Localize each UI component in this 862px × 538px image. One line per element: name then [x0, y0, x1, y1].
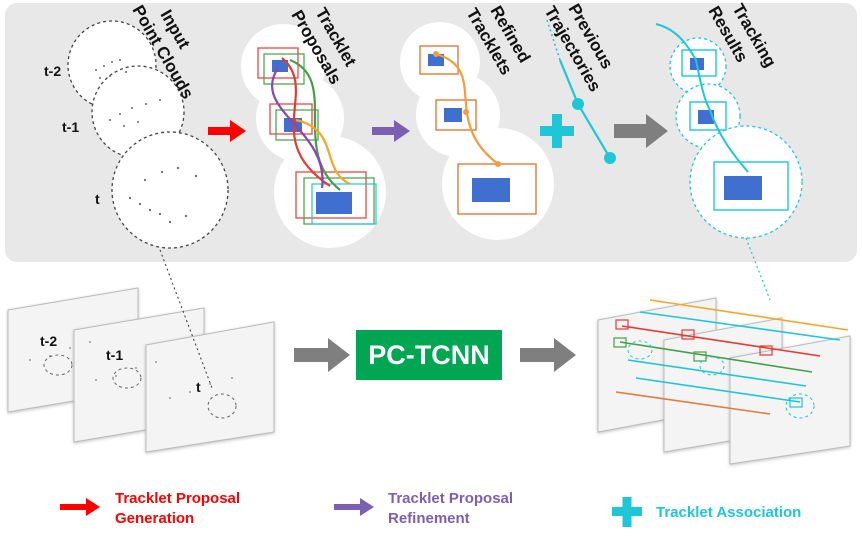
red-arrow-icon — [208, 120, 246, 142]
bottom-output-frames — [597, 297, 851, 465]
purple-arrow-icon — [372, 120, 410, 142]
method-label: PC-TCNN — [368, 340, 490, 370]
legend-label-generation-line2: Generation — [115, 510, 194, 527]
legend-item-association: Tracklet Association — [612, 497, 801, 527]
refined-tracklets: Refined Tracklets — [400, 3, 554, 240]
input-frame-label-t-2: t-2 — [44, 63, 61, 79]
input-frame-label-t: t — [95, 191, 100, 207]
gray-arrow-bottom-left-icon — [294, 338, 350, 372]
purple-arrow-icon — [334, 504, 362, 510]
bottom-input-frames: t-2 t-1 t — [7, 249, 275, 453]
legend-item-refinement: Tracklet Proposal Refinement — [334, 490, 513, 527]
legend-label-association: Tracklet Association — [656, 504, 801, 521]
gray-arrow-top-icon — [614, 114, 668, 148]
legend-item-generation: Tracklet Proposal Generation — [60, 490, 240, 527]
legend-label-refinement-line2: Refinement — [388, 510, 470, 527]
bottom-frame-label-t-1: t-1 — [106, 347, 123, 363]
bottom-frame-label-t: t — [196, 379, 201, 395]
bottom-frame-label-t-2: t-2 — [40, 333, 57, 349]
cyan-plus-icon — [612, 497, 642, 527]
method-box: PC-TCNN — [356, 330, 502, 380]
legend-label-refinement-line1: Tracklet Proposal — [388, 490, 513, 507]
input-frame-label-t-1: t-1 — [62, 119, 79, 135]
legend-label-generation-line1: Tracklet Proposal — [115, 490, 240, 507]
input-point-clouds: t-2 t-1 t Input Point Clouds — [44, 2, 229, 249]
legend: Tracklet Proposal Generation Tracklet Pr… — [60, 490, 801, 527]
gray-arrow-bottom-right-icon — [520, 338, 576, 372]
red-arrow-icon — [60, 504, 88, 510]
tracklet-proposals: Tracklet Proposals — [241, 5, 386, 248]
cyan-plus-icon — [540, 114, 574, 148]
